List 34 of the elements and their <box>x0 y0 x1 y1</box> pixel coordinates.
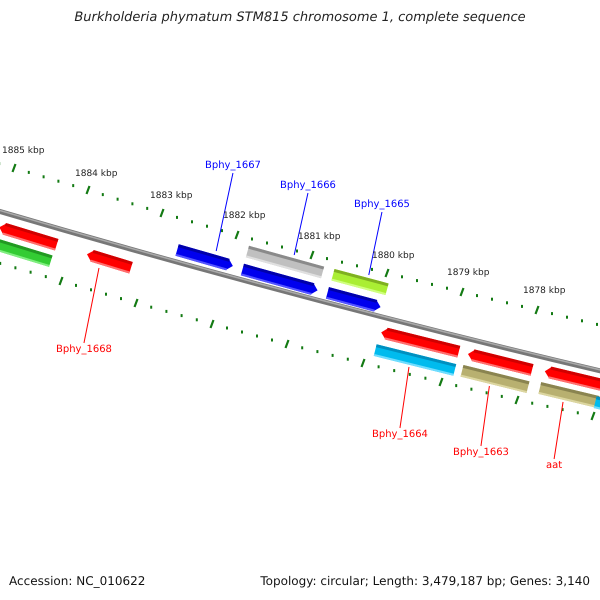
scale-label: 1881 kbp <box>298 232 340 243</box>
leader-line <box>83 268 100 344</box>
leader-line <box>554 402 564 460</box>
leader-line <box>480 386 490 446</box>
gene-label: Bphy_1665 <box>354 199 410 211</box>
gene-feature <box>381 328 460 358</box>
scale-label: 1882 kbp <box>223 211 266 222</box>
leader-line <box>216 172 234 252</box>
leader-line <box>368 212 382 276</box>
scale-label: 1885 kbp <box>2 146 44 157</box>
gene-label: Bphy_1664 <box>372 429 428 441</box>
gene-feature <box>468 349 534 376</box>
scale-label: 1879 kbp <box>447 268 490 279</box>
scale-label: 1884 kbp <box>75 169 118 180</box>
gene-feature <box>87 250 133 274</box>
gene-feature <box>331 268 389 296</box>
leader-line <box>399 366 410 428</box>
scale-label: 1880 kbp <box>372 251 414 262</box>
gene-label: Bphy_1668 <box>56 344 112 356</box>
gene-feature <box>0 222 58 250</box>
gene-label: Bphy_1666 <box>280 180 336 192</box>
gene-feature <box>594 396 600 412</box>
gene-feature <box>246 246 324 278</box>
gene-label: aat <box>546 460 562 472</box>
footer-text: Topology: circular; Length: 3,479,187 bp; Genes: 3,140 <box>260 574 590 588</box>
scale-label: 1878 kbp <box>523 286 566 297</box>
leader-line <box>294 192 308 256</box>
gene-label: Bphy_1667 <box>205 160 261 172</box>
gene-feature <box>175 244 233 270</box>
scale-label: 1883 kbp <box>150 191 192 202</box>
footer-text: Accession: NC_010622 <box>9 574 146 588</box>
gene-feature <box>544 366 600 391</box>
gene-label: Bphy_1663 <box>453 447 509 459</box>
diagram-title: Burkholderia phymatum STM815 chromosome 1, complete sequence <box>73 10 527 26</box>
